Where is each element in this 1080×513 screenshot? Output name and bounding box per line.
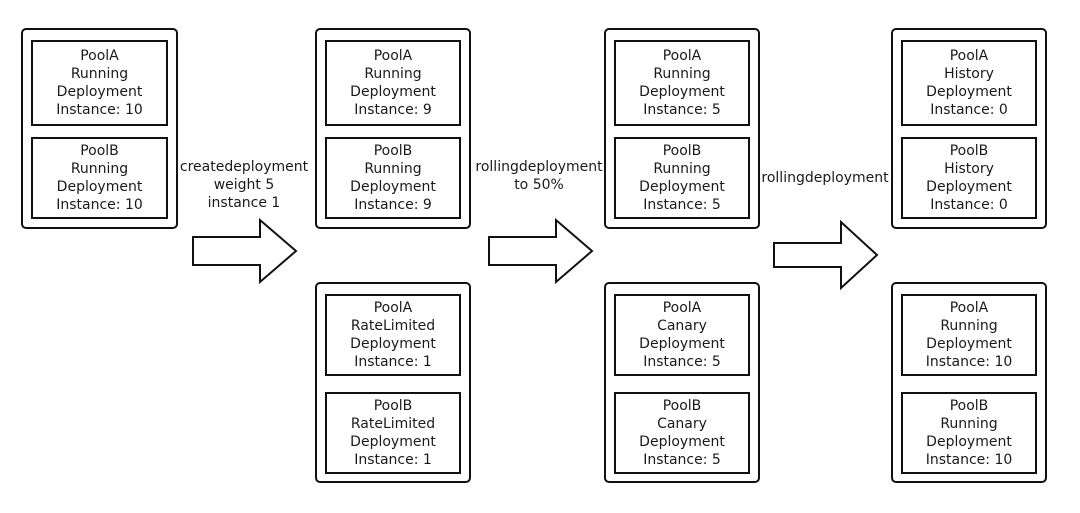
pool-state: Running (364, 66, 422, 82)
group-step2-top: PoolA Running Deployment Instance: 5 Poo… (604, 28, 760, 229)
pool-instance: Instance: 5 (643, 197, 721, 213)
group-step3-bottom: PoolA Running Deployment Instance: 10 Po… (891, 282, 1047, 483)
pool-name: PoolB (373, 398, 413, 414)
pool-instance: Instance: 10 (56, 197, 143, 213)
pool-state: History (944, 161, 994, 177)
pool-kind: Deployment (926, 84, 1012, 100)
pool-state: Canary (657, 318, 707, 334)
right-arrow-icon (488, 217, 594, 285)
pool-kind: Deployment (350, 434, 436, 450)
transition-label-create: createdeployment weight 5 instance 1 (176, 158, 312, 212)
pool-instance: Instance: 1 (354, 354, 432, 370)
pool-kind: Deployment (350, 179, 436, 195)
pool-box: PoolB History Deployment Instance: 0 (901, 137, 1037, 219)
pool-box: PoolB Running Deployment Instance: 5 (614, 137, 750, 219)
pool-name: PoolA (373, 300, 413, 316)
pool-instance: Instance: 10 (56, 102, 143, 118)
pool-kind: Deployment (639, 336, 725, 352)
pool-instance: Instance: 10 (925, 452, 1013, 468)
pool-state: Running (940, 318, 998, 334)
transition-label-rolling: rollingdeployment (757, 169, 893, 187)
pool-instance: Instance: 5 (643, 102, 721, 118)
pool-state: RateLimited (350, 416, 436, 432)
pool-kind: Deployment (56, 84, 143, 100)
group-step1-bottom: PoolA RateLimited Deployment Instance: 1… (315, 282, 471, 483)
pool-instance: Instance: 9 (354, 102, 432, 118)
pool-instance: Instance: 0 (930, 197, 1008, 213)
pool-box: PoolA Running Deployment Instance: 10 (901, 294, 1037, 376)
pool-box: PoolB Running Deployment Instance: 9 (325, 137, 461, 219)
pool-name: PoolA (662, 48, 702, 64)
transition-line: to 50% (514, 177, 564, 193)
pool-kind: Deployment (926, 434, 1012, 450)
pool-box: PoolB Running Deployment Instance: 10 (901, 392, 1037, 474)
pool-box: PoolB RateLimited Deployment Instance: 1 (325, 392, 461, 474)
pool-name: PoolB (949, 143, 989, 159)
pool-box: PoolA History Deployment Instance: 0 (901, 40, 1037, 126)
pool-instance: Instance: 1 (354, 452, 432, 468)
pool-kind: Deployment (639, 434, 725, 450)
pool-name: PoolA (373, 48, 413, 64)
pool-instance: Instance: 9 (354, 197, 432, 213)
pool-kind: Deployment (639, 179, 725, 195)
pool-box: PoolA Running Deployment Instance: 5 (614, 40, 750, 126)
pool-kind: Deployment (926, 336, 1012, 352)
pool-name: PoolA (80, 48, 119, 64)
pool-kind: Deployment (350, 336, 436, 352)
pool-state: Running (364, 161, 422, 177)
transition-line: rollingdeployment (761, 170, 889, 186)
pool-box: PoolB Canary Deployment Instance: 5 (614, 392, 750, 474)
pool-kind: Deployment (926, 179, 1012, 195)
transition-line: rollingdeployment (475, 159, 603, 175)
pool-kind: Deployment (639, 84, 725, 100)
pool-name: PoolA (662, 300, 702, 316)
pool-state: Running (70, 161, 129, 177)
pool-state: Running (653, 161, 711, 177)
right-arrow-icon (773, 219, 879, 291)
pool-name: PoolB (373, 143, 413, 159)
pool-instance: Instance: 0 (930, 102, 1008, 118)
group-step1-top: PoolA Running Deployment Instance: 9 Poo… (315, 28, 471, 229)
right-arrow-icon (192, 217, 298, 285)
pool-name: PoolB (662, 398, 702, 414)
pool-name: PoolB (80, 143, 119, 159)
pool-box: PoolA Running Deployment Instance: 10 (31, 40, 168, 126)
transition-line: weight 5 (213, 177, 275, 193)
pool-instance: Instance: 5 (643, 452, 721, 468)
pool-name: PoolA (949, 48, 989, 64)
transition-line: instance 1 (207, 195, 281, 211)
transition-line: createdeployment (179, 159, 309, 175)
pool-kind: Deployment (56, 179, 143, 195)
pool-state: Running (940, 416, 998, 432)
pool-instance: Instance: 10 (925, 354, 1013, 370)
pool-state: Running (70, 66, 129, 82)
pool-name: PoolB (662, 143, 702, 159)
pool-instance: Instance: 5 (643, 354, 721, 370)
pool-state: Canary (657, 416, 707, 432)
pool-box: PoolA Canary Deployment Instance: 5 (614, 294, 750, 376)
pool-box: PoolB Running Deployment Instance: 10 (31, 137, 168, 219)
pool-state: RateLimited (350, 318, 436, 334)
pool-box: PoolA Running Deployment Instance: 9 (325, 40, 461, 126)
pool-state: Running (653, 66, 711, 82)
group-step2-bottom: PoolA Canary Deployment Instance: 5 Pool… (604, 282, 760, 483)
pool-name: PoolB (949, 398, 989, 414)
pool-name: PoolA (949, 300, 989, 316)
pool-box: PoolA RateLimited Deployment Instance: 1 (325, 294, 461, 376)
pool-state: History (944, 66, 994, 82)
pool-kind: Deployment (350, 84, 436, 100)
group-step3-top: PoolA History Deployment Instance: 0 Poo… (891, 28, 1047, 229)
transition-label-rolling-50: rollingdeployment to 50% (470, 158, 608, 194)
group-initial: PoolA Running Deployment Instance: 10 Po… (21, 28, 178, 229)
